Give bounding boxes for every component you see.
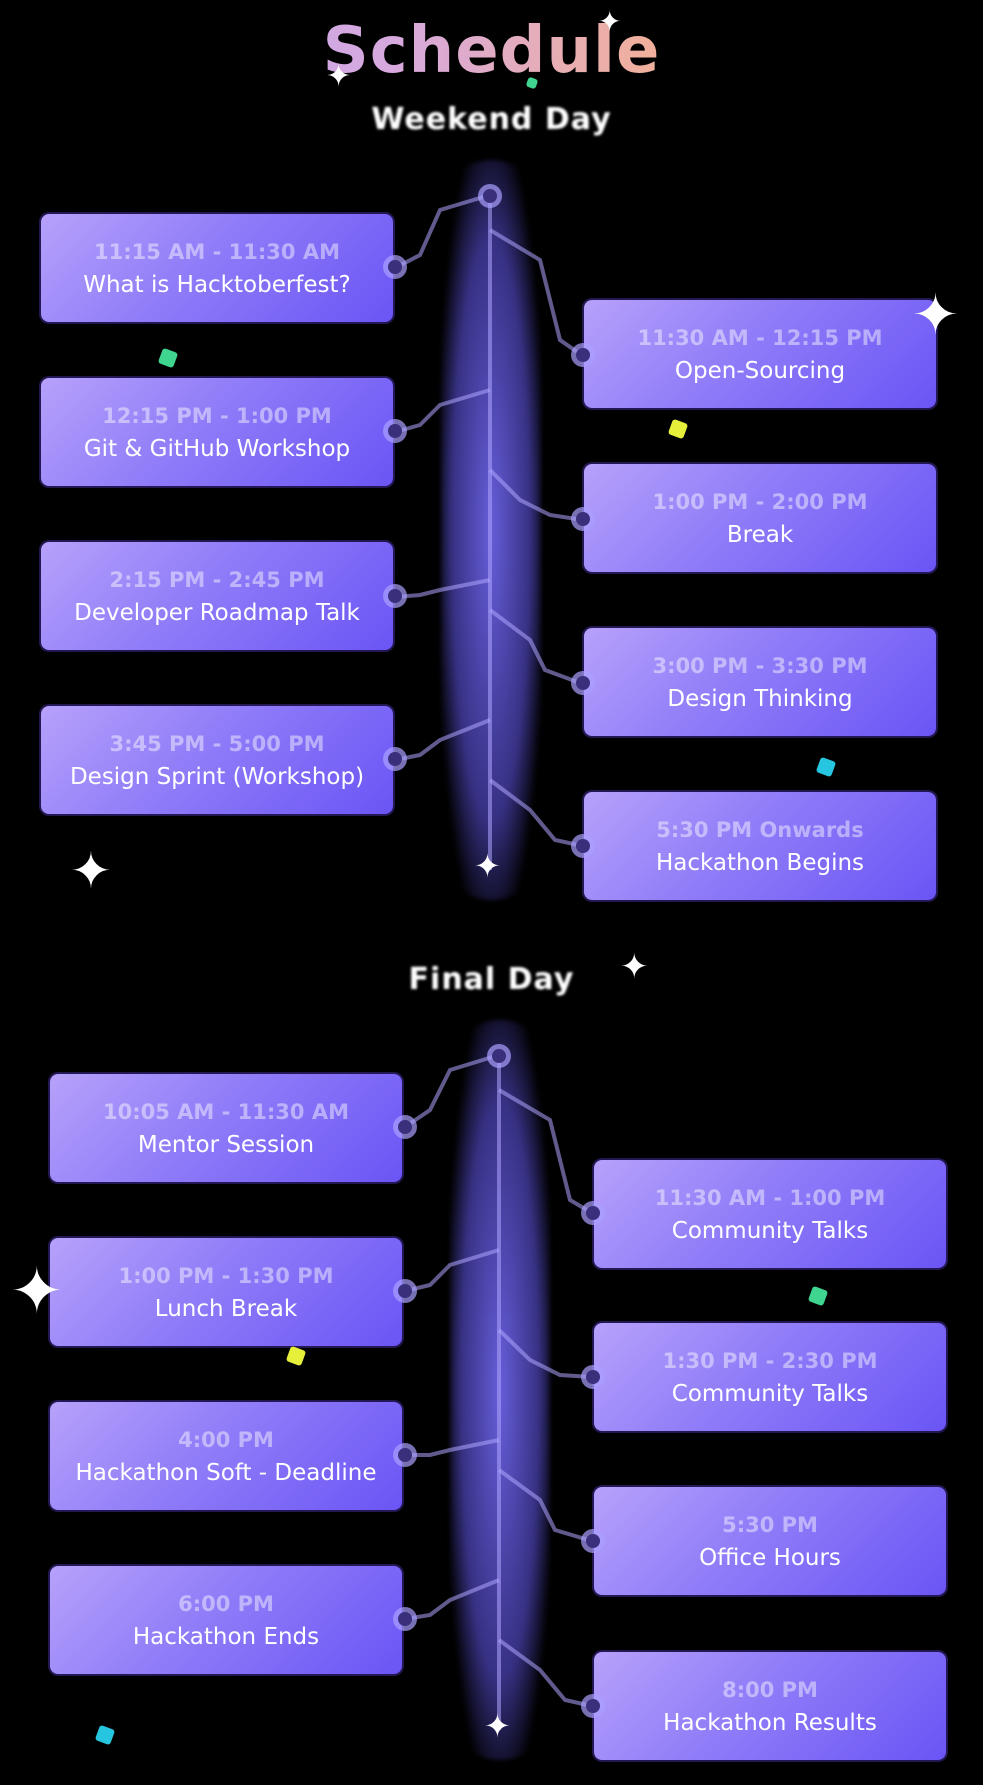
session-title: Hackathon Soft - Deadline bbox=[75, 1460, 377, 1486]
day-heading-2: Final Day bbox=[408, 962, 575, 997]
session-card: 11:15 AM - 11:30 AM What is Hacktoberfes… bbox=[41, 214, 393, 322]
connector-node bbox=[586, 1206, 600, 1220]
day-heading-1: Weekend Day bbox=[371, 102, 612, 137]
connector-node bbox=[398, 1612, 412, 1626]
session-title: Design Sprint (Workshop) bbox=[69, 764, 365, 790]
session-title: Hackathon Ends bbox=[132, 1624, 320, 1650]
session-card: 6:00 PM Hackathon Ends bbox=[50, 1566, 402, 1674]
session-title: Open-Sourcing bbox=[674, 358, 846, 384]
session-title: Community Talks bbox=[671, 1218, 869, 1244]
session-title: Hackathon Begins bbox=[655, 850, 865, 876]
session-title: Lunch Break bbox=[154, 1296, 298, 1322]
connector-node bbox=[398, 1284, 412, 1298]
session-title: Hackathon Results bbox=[663, 1710, 877, 1736]
session-title: Community Talks bbox=[671, 1381, 869, 1407]
sparkle-icon: ✦ bbox=[326, 59, 352, 94]
session-card: 3:00 PM - 3:30 PM Design Thinking bbox=[584, 628, 936, 736]
session-time: 1:00 PM - 1:30 PM bbox=[118, 1264, 334, 1288]
session-time: 11:30 AM - 12:15 PM bbox=[637, 326, 883, 350]
session-card: 3:45 PM - 5:00 PM Design Sprint (Worksho… bbox=[41, 706, 393, 814]
session-card: 10:05 AM - 11:30 AM Mentor Session bbox=[50, 1074, 402, 1182]
session-time: 5:30 PM Onwards bbox=[656, 818, 864, 842]
timeline-top-node-1 bbox=[483, 189, 497, 203]
connector-node bbox=[586, 1534, 600, 1548]
page-title: Schedule bbox=[0, 14, 983, 88]
sparkle-icon: ✦ bbox=[10, 1255, 64, 1329]
session-time: 10:05 AM - 11:30 AM bbox=[103, 1100, 349, 1124]
connector-node bbox=[576, 676, 590, 690]
session-title: Design Thinking bbox=[667, 686, 853, 712]
session-card: 11:30 AM - 1:00 PM Community Talks bbox=[594, 1160, 946, 1268]
timeline-top-node-2 bbox=[492, 1049, 506, 1063]
sparkle-icon: ✦ bbox=[912, 283, 959, 348]
session-title: Developer Roadmap Talk bbox=[74, 600, 360, 626]
connector-node bbox=[576, 512, 590, 526]
session-card: 5:30 PM Onwards Hackathon Begins bbox=[584, 792, 936, 900]
session-title: What is Hacktoberfest? bbox=[83, 272, 351, 298]
connector-node bbox=[576, 348, 590, 362]
session-card: 4:00 PM Hackathon Soft - Deadline bbox=[50, 1402, 402, 1510]
session-time: 3:00 PM - 3:30 PM bbox=[652, 654, 868, 678]
sparkle-icon: ✦ bbox=[620, 947, 649, 987]
session-time: 4:00 PM bbox=[178, 1428, 274, 1452]
connector-node bbox=[576, 839, 590, 853]
connector-node bbox=[586, 1699, 600, 1713]
session-card: 5:30 PM Office Hours bbox=[594, 1487, 946, 1595]
session-card: 8:00 PM Hackathon Results bbox=[594, 1652, 946, 1760]
sparkle-icon: ✦ bbox=[484, 1707, 511, 1745]
connector-node bbox=[388, 424, 402, 438]
session-time: 6:00 PM bbox=[178, 1592, 274, 1616]
sparkle-icon: ✦ bbox=[474, 847, 501, 885]
session-time: 1:30 PM - 2:30 PM bbox=[662, 1349, 878, 1373]
session-time: 2:15 PM - 2:45 PM bbox=[109, 568, 325, 592]
session-time: 11:30 AM - 1:00 PM bbox=[654, 1186, 886, 1210]
connector-node bbox=[388, 260, 402, 274]
session-time: 12:15 PM - 1:00 PM bbox=[102, 404, 332, 428]
connector-node bbox=[388, 589, 402, 603]
session-card: 1:30 PM - 2:30 PM Community Talks bbox=[594, 1323, 946, 1431]
session-card: 11:30 AM - 12:15 PM Open-Sourcing bbox=[584, 300, 936, 408]
session-title: Office Hours bbox=[699, 1545, 841, 1571]
connector-node bbox=[398, 1448, 412, 1462]
session-time: 5:30 PM bbox=[722, 1513, 818, 1537]
connector-node bbox=[586, 1370, 600, 1384]
session-card: 1:00 PM - 1:30 PM Lunch Break bbox=[50, 1238, 402, 1346]
sparkle-icon: ✦ bbox=[598, 5, 622, 38]
connector-node bbox=[398, 1120, 412, 1134]
session-card: 12:15 PM - 1:00 PM Git & GitHub Workshop bbox=[41, 378, 393, 486]
session-card: 2:15 PM - 2:45 PM Developer Roadmap Talk bbox=[41, 542, 393, 650]
session-card: 1:00 PM - 2:00 PM Break bbox=[584, 464, 936, 572]
session-title: Git & GitHub Workshop bbox=[83, 436, 351, 462]
session-time: 11:15 AM - 11:30 AM bbox=[94, 240, 340, 264]
session-time: 8:00 PM bbox=[722, 1678, 818, 1702]
session-title: Mentor Session bbox=[137, 1132, 315, 1158]
sparkle-icon: ✦ bbox=[70, 842, 112, 900]
session-title: Break bbox=[726, 522, 794, 548]
connector-node bbox=[388, 752, 402, 766]
session-time: 1:00 PM - 2:00 PM bbox=[652, 490, 868, 514]
session-time: 3:45 PM - 5:00 PM bbox=[109, 732, 325, 756]
